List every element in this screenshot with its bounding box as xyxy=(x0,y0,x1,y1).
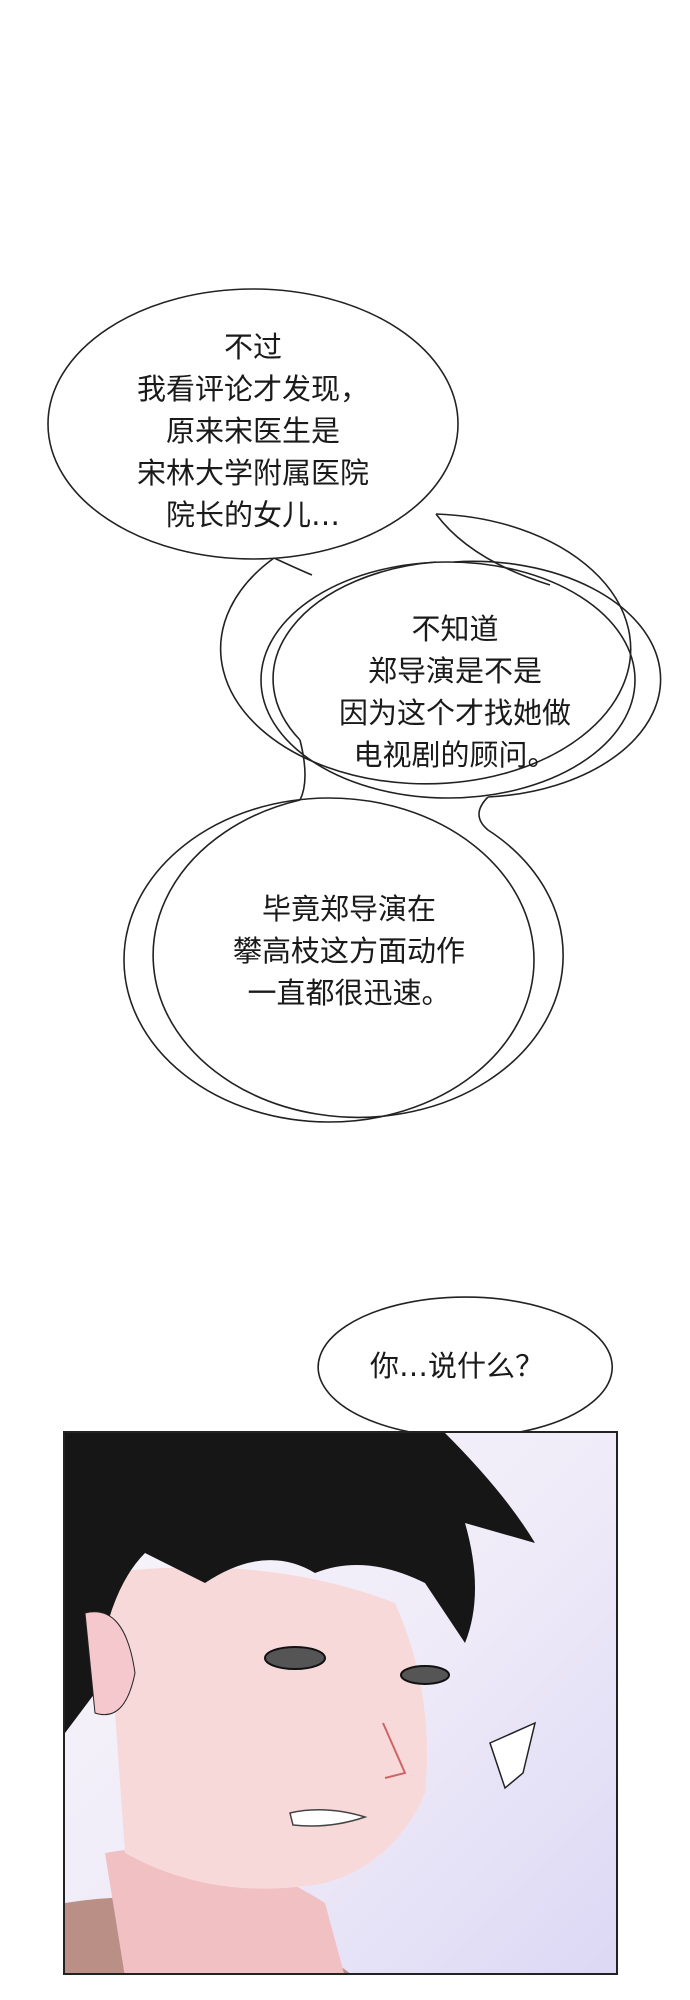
line: 原来宋医生是 xyxy=(165,414,341,448)
bubble-3-text: 毕竟郑导演在 攀高枝这方面动作 一直都很迅速。 xyxy=(233,888,465,1014)
line: 攀高枝这方面动作 xyxy=(232,934,466,968)
mouth xyxy=(289,1809,368,1827)
line: 院长的女儿… xyxy=(165,498,341,532)
line: 不知道 xyxy=(411,612,499,646)
ear xyxy=(84,1611,136,1715)
bubble-4-text: 你…说什么？ xyxy=(370,1345,544,1387)
bubble-4-shape xyxy=(317,1296,613,1457)
left-eye xyxy=(264,1646,326,1670)
right-eye xyxy=(400,1665,450,1685)
nose xyxy=(382,1722,407,1779)
neck xyxy=(105,1848,344,1973)
line: 一直都很迅速。 xyxy=(247,976,451,1010)
comic-panel-man xyxy=(63,1431,618,1975)
face xyxy=(105,1567,427,1889)
bubble-1-text: 不过 我看评论才发现， 原来宋医生是 宋林大学附属医院 院长的女儿… xyxy=(137,326,369,536)
line: 郑导演是不是 xyxy=(367,654,543,688)
line: 电视剧的顾问。 xyxy=(353,738,557,772)
line: 宋林大学附属医院 xyxy=(136,456,370,490)
hair xyxy=(65,1433,535,1733)
shock-mark xyxy=(489,1721,537,1790)
bubble-2-text: 不知道 郑导演是不是 因为这个才找她做 电视剧的顾问。 xyxy=(339,608,571,776)
line: 因为这个才找她做 xyxy=(338,696,572,730)
line: 我看评论才发现， xyxy=(136,372,370,406)
line: 你…说什么？ xyxy=(369,1349,545,1383)
line: 毕竟郑导演在 xyxy=(261,892,437,926)
line: 不过 xyxy=(223,330,283,364)
